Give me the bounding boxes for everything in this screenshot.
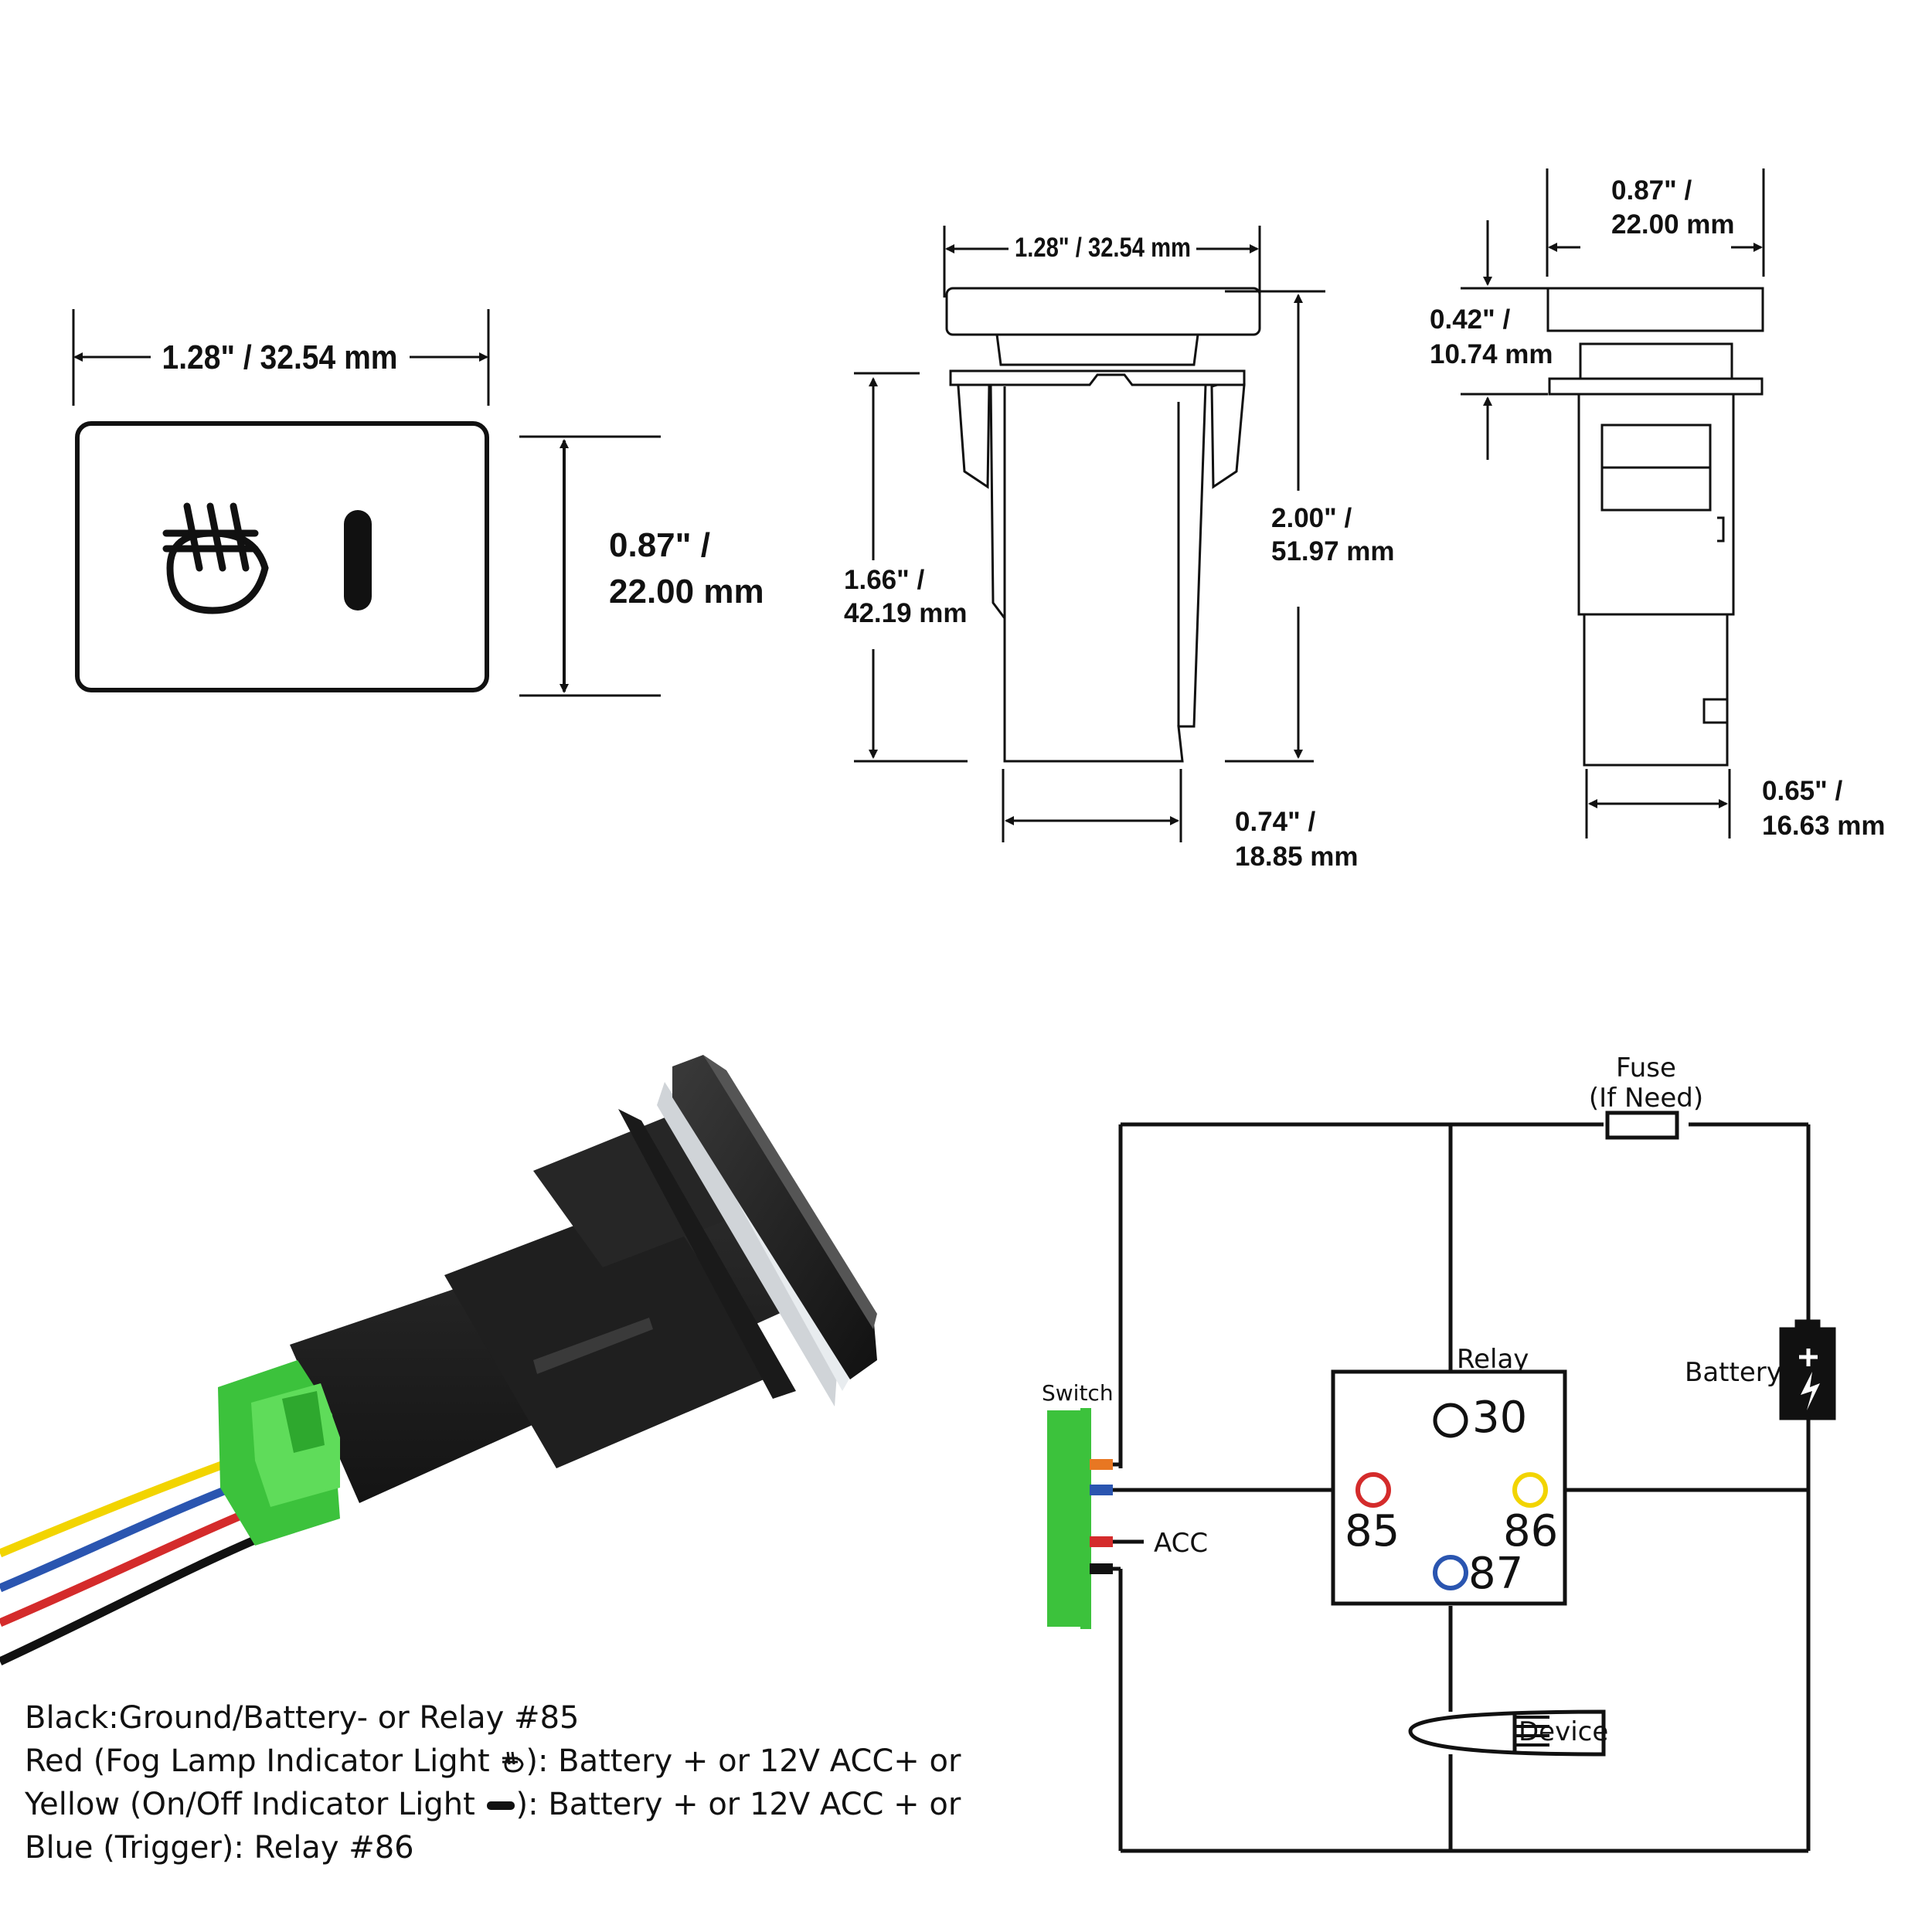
red-wire xyxy=(0,1498,273,1628)
switch-connector-block xyxy=(1047,1410,1082,1627)
pin-87-terminal xyxy=(1433,1555,1468,1590)
profile-cap-height-1: 0.42" / xyxy=(1430,304,1510,335)
black-wire xyxy=(0,1526,281,1665)
on-indicator-icon xyxy=(344,510,372,611)
legend-blue-text: Blue (Trigger): Relay #86 xyxy=(25,1830,414,1866)
side-left-clip xyxy=(957,383,991,489)
on-indicator-icon xyxy=(486,1801,515,1810)
front-height-label-1: 0.87" / xyxy=(609,526,710,564)
front-width-label: 1.28" / 32.54 mm xyxy=(162,338,398,376)
battery-bolt-icon xyxy=(1801,1372,1820,1410)
side-right-clip xyxy=(1210,383,1246,489)
fuse xyxy=(1605,1111,1679,1140)
profile-cap-height-2: 10.74 mm xyxy=(1430,339,1553,369)
profile-neck xyxy=(1579,342,1733,380)
side-left-height-1: 1.66" / xyxy=(844,565,924,595)
pin-85-terminal xyxy=(1355,1472,1391,1508)
side-cap xyxy=(945,287,1261,336)
profile-cap xyxy=(1546,287,1764,332)
pin-30-terminal xyxy=(1433,1403,1468,1438)
side-top-width-label: 1.28" / 32.54 mm xyxy=(1015,233,1191,263)
side-neck xyxy=(995,333,1199,366)
legend-yellow: Yellow (On/Off Indicator Light ): Batter… xyxy=(25,1783,998,1826)
legend-yellow-text: Yellow (On/Off Indicator Light xyxy=(25,1787,485,1822)
orange-pin xyxy=(1090,1459,1113,1470)
switch-cap xyxy=(672,1055,877,1379)
yellow-wire xyxy=(0,1448,257,1558)
battery-label: Battery xyxy=(1685,1357,1782,1388)
profile-connector xyxy=(1583,613,1729,767)
profile-view xyxy=(1461,168,1765,838)
blue-wire xyxy=(0,1471,264,1593)
pin-86-terminal xyxy=(1512,1472,1548,1508)
legend-yellow-text-2: ): Battery + or 12V ACC + or xyxy=(515,1787,961,1822)
profile-tab xyxy=(1702,698,1729,724)
circuit-details: Fuse (If Need) Relay Battery Switch ACC … xyxy=(1042,1053,1820,1747)
side-right-height-2: 51.97 mm xyxy=(1271,536,1395,566)
side-left-height-2: 42.19 mm xyxy=(844,598,968,628)
front-view: 1.28" / 32.54 mm 0.87" / 22.00 mm xyxy=(72,309,764,697)
legend-red-text: Red (Fog Lamp Indicator Light xyxy=(25,1743,500,1779)
pin-85-label: 85 xyxy=(1345,1506,1400,1556)
pin-30-label: 30 xyxy=(1472,1393,1527,1443)
legend-black: Black:Ground/Battery- or Relay #85 xyxy=(25,1696,998,1740)
black-pin xyxy=(1090,1563,1113,1574)
front-height-label-2: 22.00 mm xyxy=(609,573,764,611)
profile-top-width-2: 22.00 mm xyxy=(1611,209,1735,240)
side-bottom-width-1: 0.74" / xyxy=(1235,807,1315,837)
switch-photo xyxy=(0,1055,877,1665)
switch-face xyxy=(75,421,489,692)
profile-view-labels: 0.87" / 22.00 mm 0.42" / 10.74 mm 0.65" … xyxy=(1430,175,1886,841)
legend-red-text-2: ): Battery + or 12V ACC+ or xyxy=(526,1743,961,1779)
side-right-height-1: 2.00" / xyxy=(1271,503,1352,533)
profile-top-width-1: 0.87" / xyxy=(1611,175,1692,206)
switch-label: Switch xyxy=(1042,1380,1114,1406)
fog-lamp-icon xyxy=(502,1751,524,1773)
fog-lamp-icon xyxy=(162,502,269,614)
red-pin xyxy=(1090,1536,1113,1547)
legend-black-text: Black:Ground/Battery- or Relay #85 xyxy=(25,1700,580,1736)
device-label: Device xyxy=(1519,1716,1608,1747)
wiring-diagram xyxy=(1090,1111,1836,1853)
profile-flange xyxy=(1548,377,1764,396)
legend-blue: Blue (Trigger): Relay #86 xyxy=(25,1826,998,1869)
wire-legend: Black:Ground/Battery- or Relay #85 Red (… xyxy=(25,1696,998,1869)
battery-icon xyxy=(1779,1327,1836,1420)
relay-label: Relay xyxy=(1457,1344,1529,1375)
profile-bottom-width-2: 16.63 mm xyxy=(1762,811,1886,841)
side-view xyxy=(854,226,1325,842)
fuse-label-2: (If Need) xyxy=(1589,1083,1703,1114)
legend-red: Red (Fog Lamp Indicator Light ): Battery… xyxy=(25,1740,998,1783)
pin-87-label: 87 xyxy=(1468,1549,1523,1599)
fuse-label: Fuse xyxy=(1616,1053,1676,1083)
side-body xyxy=(989,373,1207,763)
profile-bottom-width-1: 0.65" / xyxy=(1762,776,1842,806)
side-bottom-width-2: 18.85 mm xyxy=(1235,842,1359,872)
blue-pin xyxy=(1090,1485,1113,1495)
pin-86-label: 86 xyxy=(1503,1506,1558,1556)
acc-label: ACC xyxy=(1154,1528,1208,1559)
side-view-labels: 1.28" / 32.54 mm 1.66" / 42.19 mm 2.00" … xyxy=(844,233,1395,872)
